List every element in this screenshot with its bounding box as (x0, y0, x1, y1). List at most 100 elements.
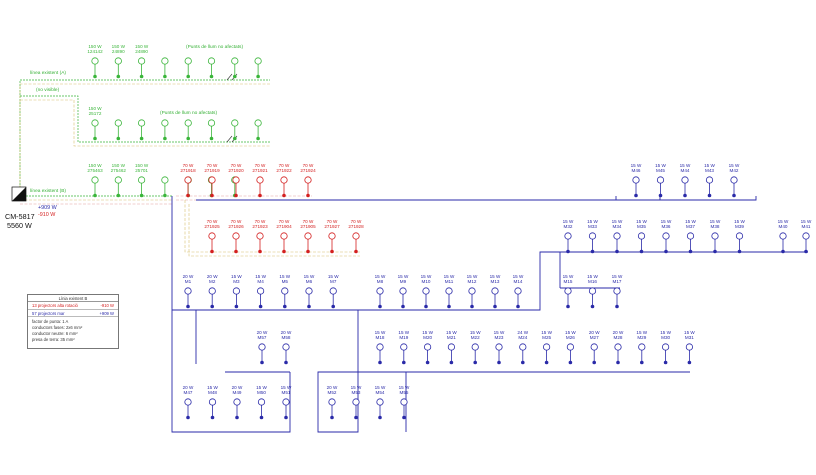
luminaire-id: M11 (445, 279, 454, 284)
luminaire: 15 WM8 (375, 274, 386, 309)
luminaire-watts: 15 W (375, 385, 386, 390)
lamp-head-icon (91, 119, 99, 127)
luminaire-watts: 70 W (207, 163, 218, 168)
luminaire-watts: 15 W (704, 163, 715, 168)
luminaire-watts: 15 W (351, 385, 362, 390)
lamp-head-icon (280, 176, 288, 184)
lamp-head-icon (184, 398, 192, 406)
lamp-base-icon (163, 74, 167, 79)
lamp-head-icon (207, 57, 216, 65)
luminaire-watts: 15 W (612, 219, 623, 224)
lamp-head-icon (422, 287, 430, 295)
lamp-head-icon (208, 398, 217, 406)
luminaire-id: M53 (352, 390, 361, 395)
luminaire-id: 271919 (204, 168, 220, 173)
luminaire-watts: 15 W (541, 330, 552, 335)
lamp-base-icon (615, 249, 619, 254)
lamp-base-icon (139, 136, 144, 141)
luminaire-id: 271918 (180, 168, 196, 173)
luminaire-watts: 15 W (446, 330, 457, 335)
luminaire-id: 271926 (228, 224, 244, 229)
luminaire: 15 WM4 (255, 274, 267, 309)
luminaire-id: M50 (257, 390, 266, 395)
lamp-head-icon (232, 287, 240, 295)
luminaire-watts: 15 W (587, 274, 598, 279)
luminaire (184, 57, 192, 79)
luminaire: 15 WM6 (304, 274, 315, 309)
lamp-base-icon (258, 249, 262, 254)
lamp-head-icon (161, 176, 169, 184)
luminaire-id: M26 (566, 335, 575, 340)
lamp-head-icon (232, 176, 240, 184)
luminaire-id: M13 (491, 279, 500, 284)
luminaire-id: M21 (447, 335, 456, 340)
lamp-head-icon (495, 343, 503, 351)
lamp-base-icon (283, 304, 287, 309)
luminaire-id: M41 (802, 224, 811, 229)
lamp-base-icon (234, 304, 239, 309)
luminaire-watts: 15 W (494, 330, 505, 335)
lamp-head-icon (590, 343, 598, 351)
lamp-base-icon (424, 304, 428, 309)
luminaire-id: M18 (376, 335, 385, 340)
lamp-head-icon (233, 398, 241, 406)
lamp-head-icon (705, 176, 714, 184)
luminaire-watts: 15 W (279, 274, 290, 279)
luminaire-watts: 15 W (680, 163, 691, 168)
luminaire-id: 271921 (252, 168, 268, 173)
lamp-head-icon (376, 398, 384, 406)
lamp-head-icon (542, 343, 551, 351)
lamp-head-icon (779, 232, 787, 240)
lamp-base-icon (497, 360, 501, 365)
luminaire-watts: 15 W (422, 330, 433, 335)
luminaire-watts: 15 W (398, 330, 409, 335)
luminaire-id: M23 (495, 335, 504, 340)
luminaire-id: M22 (471, 335, 480, 340)
lamp-head-icon (161, 57, 169, 65)
lamp-head-icon (184, 57, 192, 65)
legend-row-red: 13 projectors alta rotació -910 W (28, 302, 118, 310)
luminaire-watts: 15 W (587, 219, 598, 224)
luminaire: 15 WM7 (328, 274, 339, 309)
luminaire-watts: 15 W (328, 274, 339, 279)
luminaire-watts: 15 W (563, 219, 574, 224)
legend-note: conductors fases: 2x6 mm² (32, 325, 83, 331)
lamp-base-icon (687, 360, 692, 365)
legend-title: Línia existent B (28, 295, 118, 303)
luminaire-watts: 20 W (589, 330, 600, 335)
luminaire-watts: 70 W (279, 163, 290, 168)
lamp-head-icon (207, 119, 216, 127)
lamp-head-icon (491, 287, 499, 295)
lamp-base-icon (306, 249, 310, 254)
luminaire-id: M51 (282, 390, 291, 395)
luminaire-id: 271924 (300, 168, 316, 173)
luminaire-id: M15 (564, 279, 573, 284)
lamp-base-icon (688, 249, 693, 254)
lamp-base-icon (658, 193, 663, 198)
lamp-base-icon (615, 304, 619, 309)
luminaire-id: 271920 (228, 168, 244, 173)
lamp-base-icon (233, 74, 237, 79)
luminaire-watts: 15 W (231, 274, 242, 279)
lamp-base-icon (235, 415, 239, 420)
luminaire-watts: 15 W (375, 330, 386, 335)
lamp-head-icon (305, 287, 313, 295)
luminaire-watts: 15 W (734, 219, 745, 224)
luminaire-watts: 15 W (636, 219, 647, 224)
lamp-head-icon (256, 176, 264, 184)
lamp-base-icon (93, 74, 97, 79)
luminaire-id: M43 (705, 168, 714, 173)
